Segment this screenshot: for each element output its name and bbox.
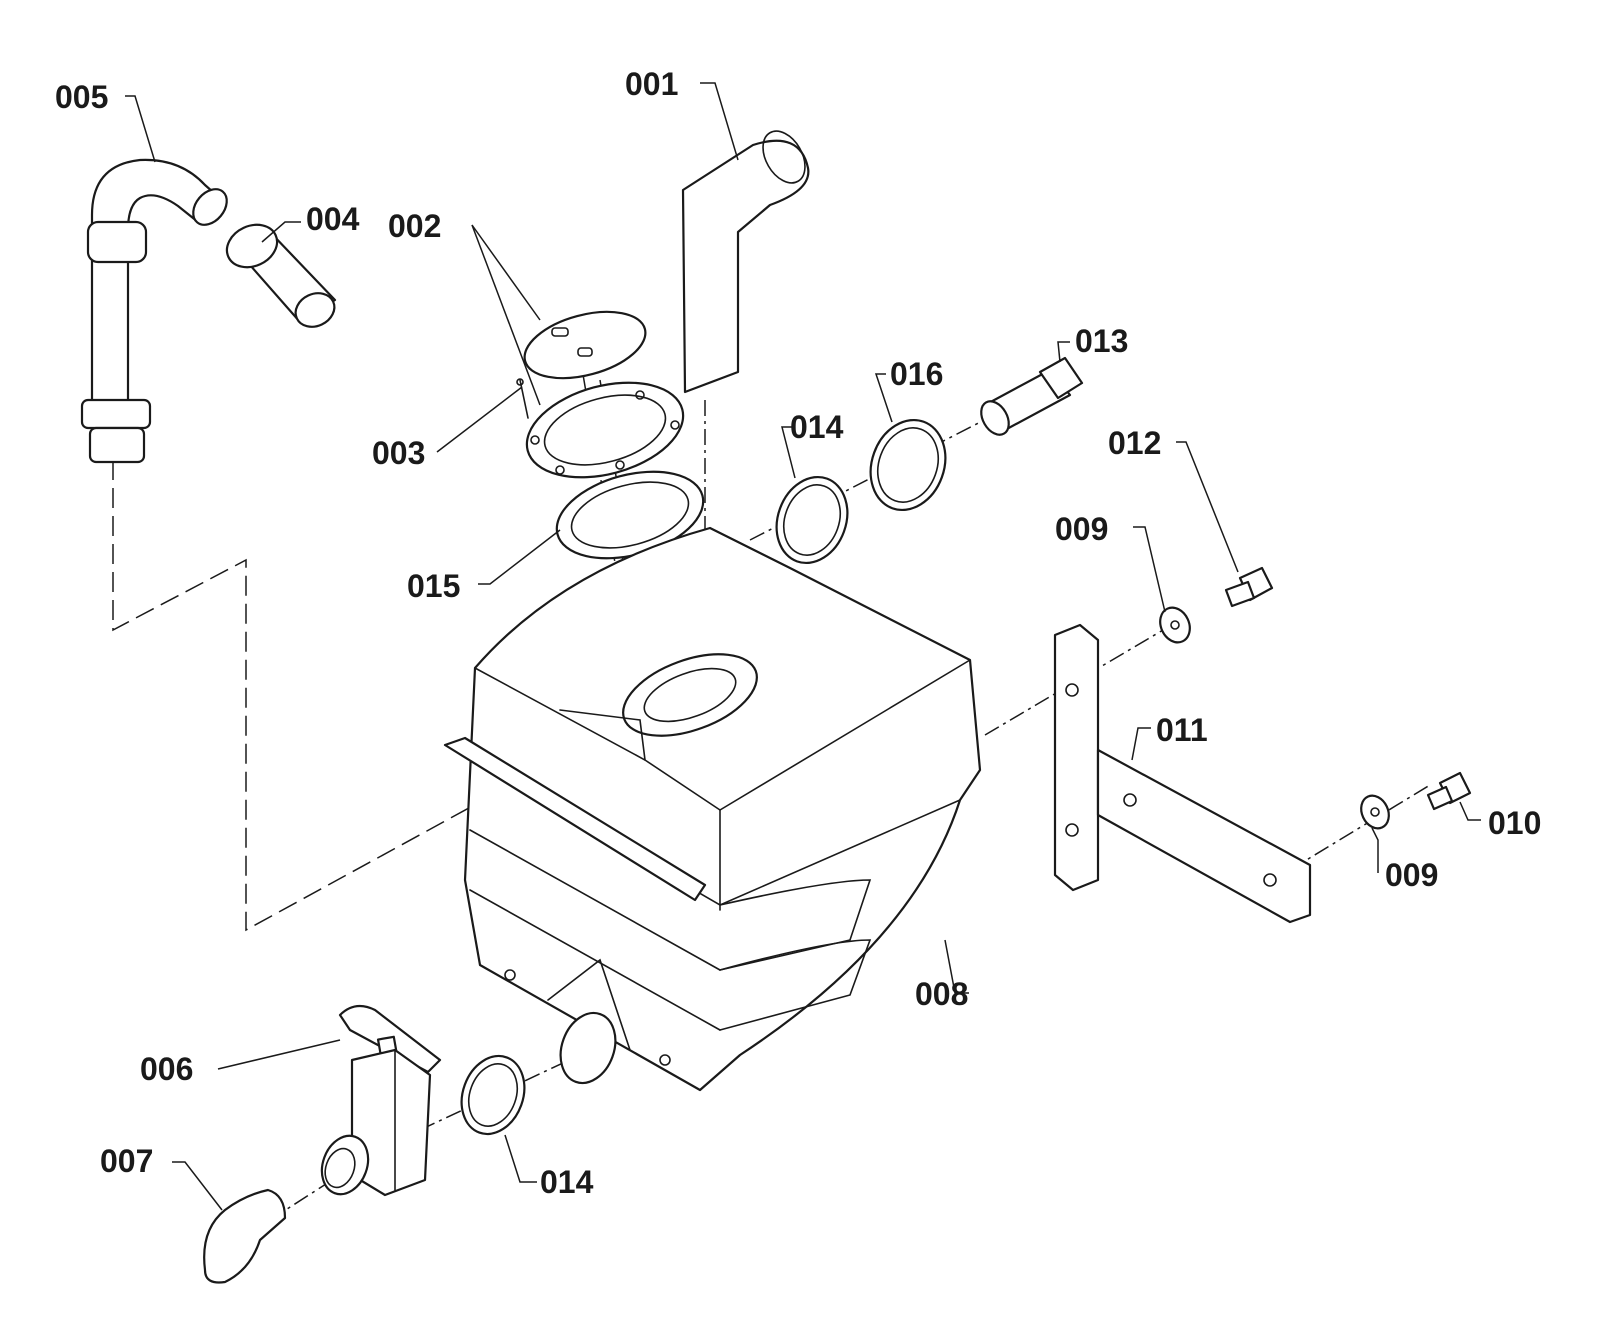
part-002-cap-and-flange — [523, 310, 685, 479]
part-010-bolt — [1426, 771, 1472, 811]
callout-016: 016 — [890, 356, 943, 392]
callout-011: 011 — [1156, 712, 1208, 748]
callout-014-lower: 014 — [540, 1164, 594, 1200]
part-007-valve-and-elbow — [203, 1048, 432, 1284]
part-013-fitting — [980, 356, 1084, 436]
part-005-vent-hose — [80, 158, 228, 464]
callout-002: 002 — [388, 208, 441, 244]
part-012-bolt — [1224, 566, 1274, 608]
part-003-screw — [516, 378, 529, 419]
callout-015: 015 — [407, 568, 460, 604]
part-009-washer-upper — [1159, 606, 1191, 644]
callout-012: 012 — [1108, 425, 1161, 461]
callout-014-upper: 014 — [790, 409, 844, 445]
part-004-coupling — [225, 223, 337, 328]
callout-007: 007 — [100, 1143, 153, 1179]
part-008-tank-body — [443, 526, 982, 1092]
part-011-bracket — [1053, 623, 1312, 924]
callout-004: 004 — [306, 201, 360, 237]
part-009-washer-lower — [1360, 794, 1390, 830]
callouts: 001 002 003 004 005 006 007 008 009 009 … — [55, 66, 1541, 1200]
callout-008: 008 — [915, 976, 968, 1012]
callout-009-upper: 009 — [1055, 511, 1108, 547]
part-014-o-ring-lower — [460, 1054, 526, 1136]
callout-013: 013 — [1075, 323, 1128, 359]
callout-010: 010 — [1488, 805, 1541, 841]
callout-005: 005 — [55, 79, 108, 115]
part-001-filler-pipe — [681, 130, 810, 394]
part-014-o-ring-upper — [775, 475, 849, 565]
callout-009-lower: 009 — [1385, 857, 1438, 893]
part-016-seal — [869, 418, 947, 512]
callout-006: 006 — [140, 1051, 193, 1087]
callout-003: 003 — [372, 435, 425, 471]
callout-001: 001 — [625, 66, 678, 102]
leader-lines — [125, 82, 1481, 1211]
